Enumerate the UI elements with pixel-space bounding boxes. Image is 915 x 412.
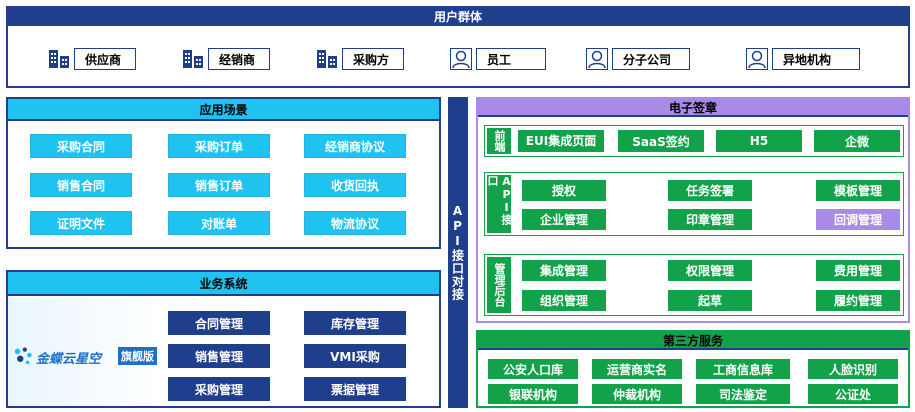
third-party-item[interactable]: 司法鉴定 [696, 384, 790, 404]
user-item-label: 员工 [476, 48, 546, 70]
esign-title: 电子签章 [668, 100, 717, 115]
third-party-item[interactable]: 工商信息库 [696, 359, 790, 379]
esign-frontend-label: 前端 [487, 128, 511, 154]
user-group-title-bar: 用户群体 [6, 6, 910, 26]
esign-api-item[interactable]: 企业管理 [522, 209, 606, 230]
user-item-label: 分子公司 [612, 48, 690, 70]
esign-admin-item[interactable]: 起草 [668, 290, 752, 311]
building-icon [317, 50, 337, 68]
user-group-title: 用户群体 [433, 9, 482, 24]
scenario-item[interactable]: 经销商协议 [304, 134, 406, 158]
esign-api-label: API接口 [486, 175, 513, 233]
scenario-item[interactable]: 采购合同 [30, 134, 132, 158]
third-party-item[interactable]: 运营商实名 [592, 359, 682, 379]
esign-api-item-callback[interactable]: 回调管理 [816, 209, 900, 230]
person-icon [746, 48, 768, 70]
esign-frontend-item[interactable]: H5 [716, 130, 802, 152]
api-connector-bar: API接口对接 [448, 97, 468, 408]
scenario-item[interactable]: 销售订单 [168, 173, 270, 197]
esign-api-item[interactable]: 模板管理 [816, 180, 900, 201]
user-item-dealer[interactable]: 经销商 [182, 48, 270, 70]
user-item-remote-org[interactable]: 异地机构 [746, 48, 860, 70]
esign-frontend-item[interactable]: EUI集成页面 [518, 130, 604, 152]
esign-api-row [484, 172, 904, 236]
business-item[interactable]: VMI采购 [304, 344, 406, 368]
esign-admin-item[interactable]: 集成管理 [522, 260, 606, 281]
esign-frontend-item[interactable]: SaaS签约 [618, 130, 704, 152]
scenario-item[interactable]: 物流协议 [304, 211, 406, 235]
esign-title-bar: 电子签章 [478, 99, 908, 117]
esign-frontend-item[interactable]: 企微 [814, 130, 900, 152]
esign-admin-item[interactable]: 组织管理 [522, 290, 606, 311]
scenarios-title: 应用场景 [8, 99, 439, 121]
business-item[interactable]: 合同管理 [168, 311, 270, 335]
user-item-label: 异地机构 [772, 48, 860, 70]
business-title: 业务系统 [8, 272, 439, 296]
business-item[interactable]: 采购管理 [168, 377, 270, 401]
scenario-item[interactable]: 销售合同 [30, 173, 132, 197]
kingdee-logo-badge: 旗舰版 [118, 347, 157, 365]
scenario-item[interactable]: 证明文件 [30, 211, 132, 235]
third-party-title-bar: 第三方服务 [478, 332, 908, 350]
third-party-item[interactable]: 银联机构 [488, 384, 578, 404]
scenario-item[interactable]: 对账单 [168, 211, 270, 235]
third-party-item[interactable]: 公安人口库 [488, 359, 578, 379]
building-icon [183, 50, 203, 68]
building-icon [49, 50, 69, 68]
api-connector-label: API接口对接 [450, 204, 465, 301]
third-party-title: 第三方服务 [662, 333, 723, 348]
kingdee-logo-icon [14, 347, 32, 365]
user-item-supplier[interactable]: 供应商 [48, 48, 136, 70]
esign-admin-item[interactable]: 履约管理 [816, 290, 900, 311]
esign-admin-item[interactable]: 费用管理 [816, 260, 900, 281]
esign-api-item[interactable]: 印章管理 [668, 209, 752, 230]
third-party-item[interactable]: 仲裁机构 [592, 384, 682, 404]
person-icon [450, 48, 472, 70]
kingdee-logo-text: 金蝶云星空 [36, 352, 102, 367]
esign-admin-label: 管理后台 [487, 257, 511, 313]
esign-admin-item[interactable]: 权限管理 [668, 260, 752, 281]
esign-admin-row [484, 254, 904, 316]
scenario-item[interactable]: 采购订单 [168, 134, 270, 158]
user-item-label: 供应商 [74, 48, 136, 70]
esign-frontend-row [484, 125, 904, 157]
business-item[interactable]: 销售管理 [168, 344, 270, 368]
third-party-item[interactable]: 公证处 [808, 384, 898, 404]
person-icon [586, 48, 608, 70]
user-item-purchaser[interactable]: 采购方 [316, 48, 404, 70]
business-item[interactable]: 库存管理 [304, 311, 406, 335]
user-item-employee[interactable]: 员工 [450, 48, 546, 70]
user-item-subsidiary[interactable]: 分子公司 [586, 48, 690, 70]
user-item-label: 采购方 [342, 48, 404, 70]
scenario-item[interactable]: 收货回执 [304, 173, 406, 197]
esign-api-item[interactable]: 授权 [522, 180, 606, 201]
esign-api-item[interactable]: 任务签署 [668, 180, 752, 201]
user-item-label: 经销商 [208, 48, 270, 70]
business-item[interactable]: 票据管理 [304, 377, 406, 401]
third-party-item[interactable]: 人脸识别 [808, 359, 898, 379]
